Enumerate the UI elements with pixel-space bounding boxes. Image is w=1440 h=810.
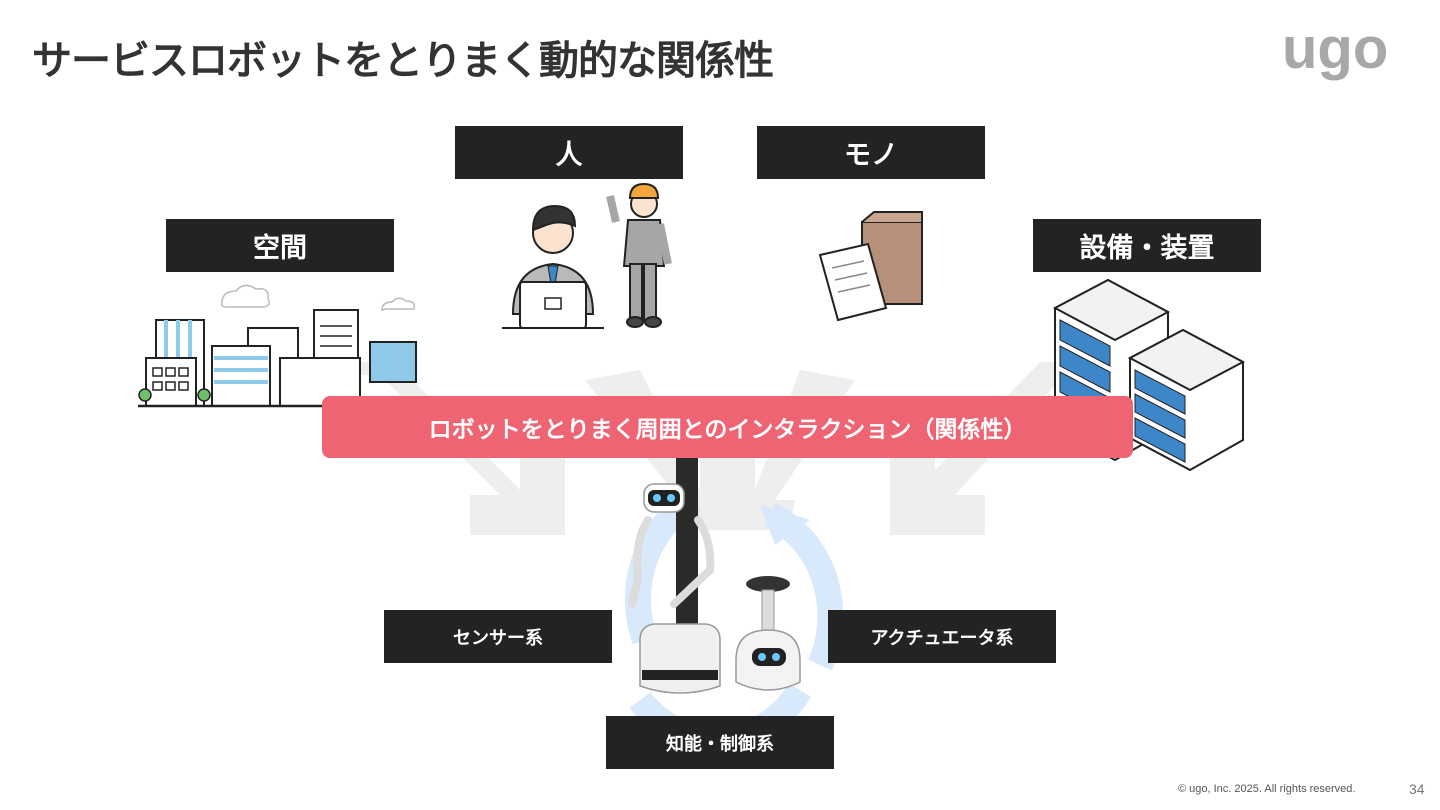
cloud-icon: [220, 284, 271, 308]
page-title: サービスロボットをとりまく動的な関係性: [32, 38, 774, 84]
label-actuator-system: アクチュエータ系: [828, 610, 1056, 663]
page-number: 34: [1409, 781, 1425, 797]
document-icon: [818, 242, 888, 322]
label-thing: モノ: [757, 126, 985, 179]
copyright-text: © ugo, Inc. 2025. All rights reserved.: [1178, 783, 1356, 795]
label-person: 人: [455, 126, 683, 179]
ugo-logo: ugo: [1282, 22, 1388, 81]
helmet-icon: [628, 182, 660, 199]
robot-illustration: [628, 458, 801, 694]
label-space: 空間: [166, 219, 394, 272]
tree-icon: [138, 388, 152, 402]
cloud-icon: [381, 297, 416, 311]
label-sensor-system: センサー系: [384, 610, 612, 663]
robot-base: [639, 623, 721, 694]
small-robot-head: [746, 576, 790, 592]
logo-text: ugo: [1282, 22, 1388, 81]
cycle-arrows: [624, 488, 844, 753]
people-illustration: [502, 182, 672, 329]
things-illustration: [818, 211, 923, 322]
arrow-from-space: [340, 362, 565, 535]
city-illustration: [138, 284, 417, 408]
building-icon: [211, 345, 271, 407]
label-intelligence-system: 知能・制御系: [606, 716, 834, 769]
label-equipment: 設備・装置: [1033, 219, 1261, 272]
interaction-banner: ロボットをとりまく周囲とのインタラクション（関係性）: [322, 396, 1133, 458]
tree-icon: [197, 388, 211, 402]
